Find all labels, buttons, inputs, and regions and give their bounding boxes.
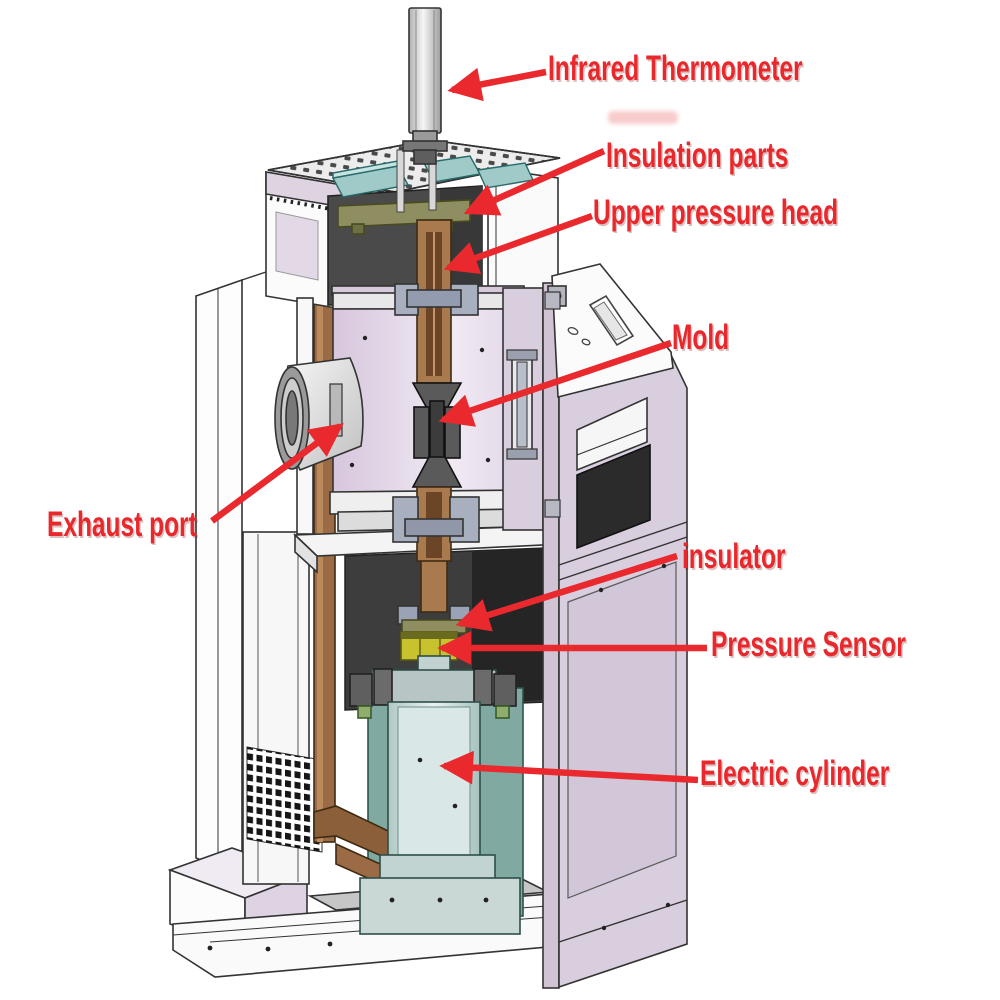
tower-dark-panel (576, 443, 651, 550)
label-exhaust-port: Exhaust port (47, 505, 197, 544)
arrow-infrared-thermometer (447, 67, 547, 102)
arrow-electric-cylinder (439, 750, 699, 785)
arrow-upper-pressure-head (443, 212, 594, 275)
insulation-blocks (331, 155, 535, 198)
arrow-insulator (455, 552, 678, 632)
infrared-thermometer-part (402, 7, 448, 165)
arrow-exhaust-port (210, 423, 344, 524)
lower-ram-part (392, 486, 480, 562)
annotation-arrows (210, 67, 707, 785)
label-electric-cylinder: Electric cylinder (700, 754, 890, 793)
label-upper-pressure-head: Upper pressure head (593, 193, 839, 232)
label-pressure-sensor: Pressure Sensor (711, 625, 906, 664)
faded-text-artifact (608, 111, 678, 124)
right-control-tower (542, 263, 688, 989)
label-infrared-thermometer: Infrared Thermometer (548, 49, 803, 88)
chamber-door (502, 287, 544, 531)
control-panel (547, 263, 674, 399)
arrow-insulation-parts (463, 148, 606, 216)
arrow-mold (438, 339, 673, 427)
label-mold: Mold (672, 318, 730, 357)
label-insulation-parts: Insulation parts (606, 136, 789, 175)
tower-window (576, 396, 648, 472)
label-insulator: insulator (682, 537, 786, 576)
